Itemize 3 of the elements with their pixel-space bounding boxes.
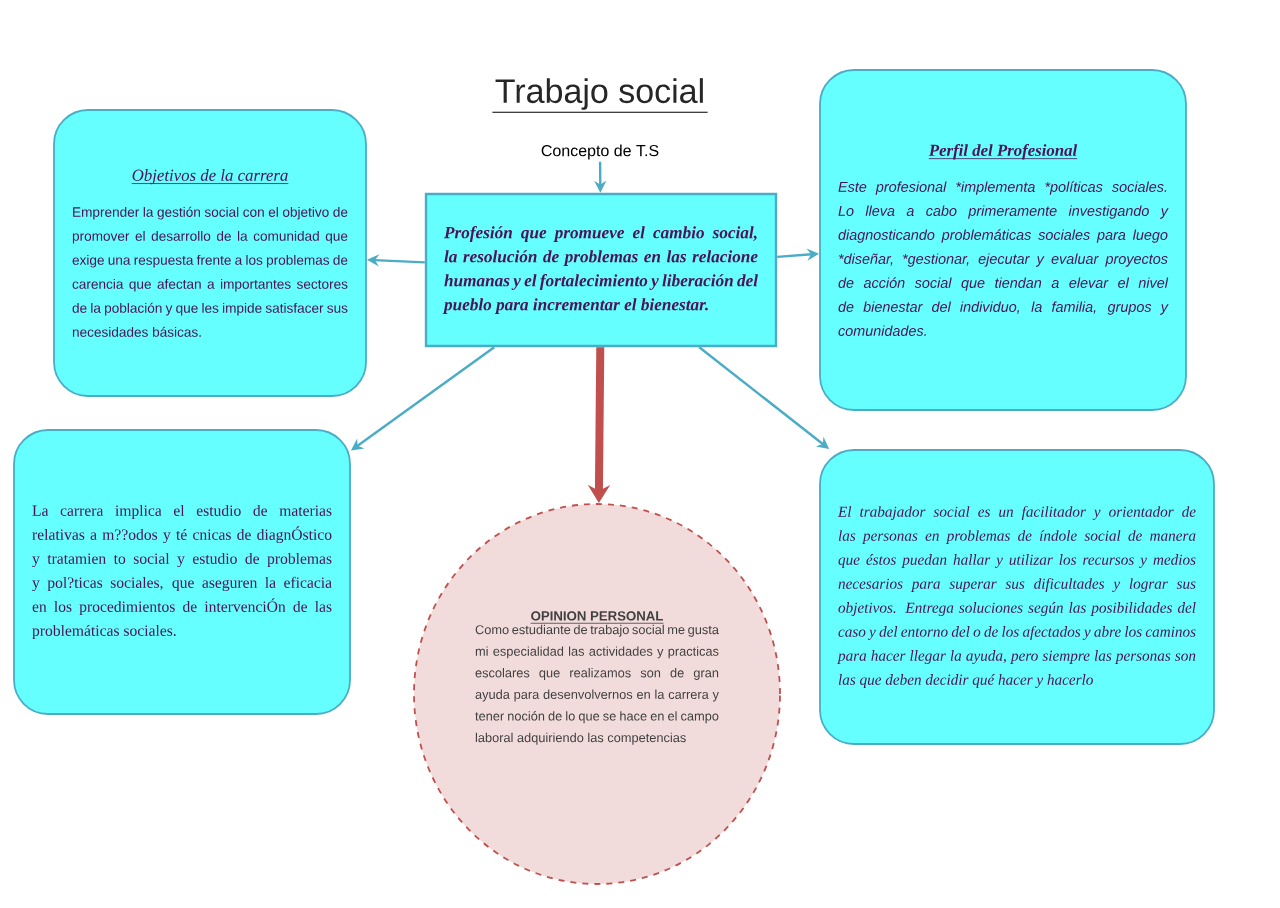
title: Trabajo social: [495, 78, 703, 110]
concept-label: Concepto de T.S: [541, 144, 659, 160]
concept-box: Profesión que promueve el cambio social, la resolución de problemas en las relacione humanas y el fortalecimiento y liberación del pueblo para incrementar el bienestar.: [424, 192, 778, 348]
